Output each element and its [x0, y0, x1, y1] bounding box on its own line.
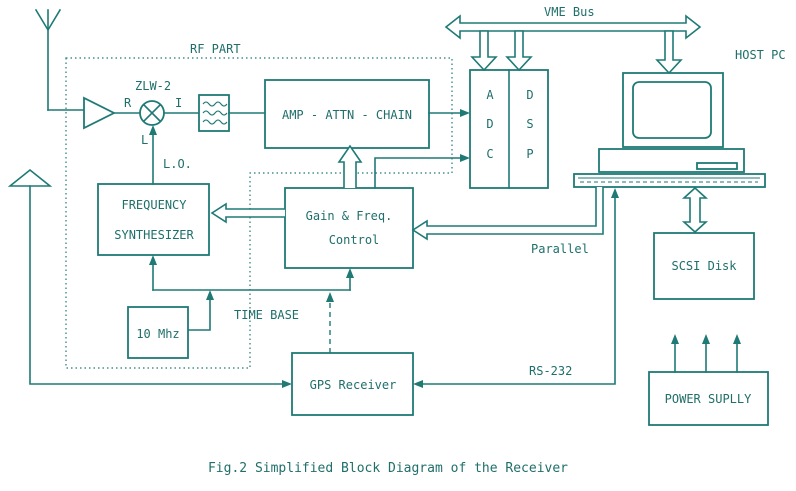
mixer-port-i: I	[175, 96, 182, 110]
adc-letter-a: A	[486, 88, 494, 102]
amp-attn-chain-label: AMP - ATTN - CHAIN	[282, 108, 412, 122]
synth-label-2: SYNTHESIZER	[114, 228, 194, 242]
mixer-label: ZLW-2	[135, 79, 171, 93]
bus-to-dsp-arrow	[505, 30, 533, 72]
scsi-disk-label: SCSI Disk	[671, 259, 737, 273]
power-outputs	[671, 334, 741, 373]
mixer-port-l: L	[141, 133, 148, 147]
gps-receiver-label: GPS Receiver	[310, 378, 397, 392]
rf-part-label: RF PART	[190, 42, 241, 56]
oscillator-label: 10 Mhz	[136, 327, 179, 341]
mixer-port-r: R	[124, 96, 132, 110]
time-base-label: TIME BASE	[234, 308, 299, 322]
gain-freq-control-block	[284, 187, 414, 269]
dsp-letter-p: P	[526, 147, 533, 161]
control-to-amp-arrow	[337, 144, 363, 188]
figure-caption: Fig.2 Simplified Block Diagram of the Re…	[208, 461, 568, 476]
host-pc-icon	[573, 72, 766, 188]
pc-scsi-arrow	[681, 186, 709, 234]
parallel-label: Parallel	[531, 242, 589, 256]
dsp-letter-d: D	[526, 88, 533, 102]
amp-attn-chain-block	[264, 79, 430, 149]
host-pc-label: HOST PC	[735, 48, 786, 62]
vme-bus-arrow	[444, 14, 702, 40]
gain-freq-label-1: Gain & Freq.	[306, 209, 393, 223]
filter-icon	[198, 94, 230, 132]
gps-receiver-block	[291, 352, 414, 416]
bus-to-host-arrow	[655, 30, 683, 75]
synth-label-1: FREQUENCY	[121, 198, 187, 212]
gain-freq-label-2: Control	[329, 233, 380, 247]
control-to-synth-arrow	[210, 202, 285, 224]
adc-letter-d: D	[486, 117, 493, 131]
parallel-link-arrow	[411, 187, 604, 241]
lo-label: L.O.	[163, 157, 192, 171]
amplifier-icon	[83, 96, 117, 130]
rf-part-region	[65, 57, 453, 369]
frequency-synthesizer-block	[97, 183, 210, 256]
mixer-icon	[139, 100, 165, 126]
scsi-disk-block	[653, 232, 755, 300]
vme-bus-label: VME Bus	[544, 5, 595, 19]
antenna-icon	[34, 8, 85, 111]
oscillator-block	[127, 306, 189, 359]
dsp-letter-s: S	[526, 117, 533, 131]
bus-to-adc-arrow	[470, 30, 498, 72]
adc-letter-c: C	[486, 147, 493, 161]
gps-antenna-icon	[7, 168, 292, 388]
rs232-label: RS-232	[529, 364, 572, 378]
power-supply-label: POWER SUPLLY	[665, 392, 752, 406]
power-supply-block	[648, 371, 769, 426]
